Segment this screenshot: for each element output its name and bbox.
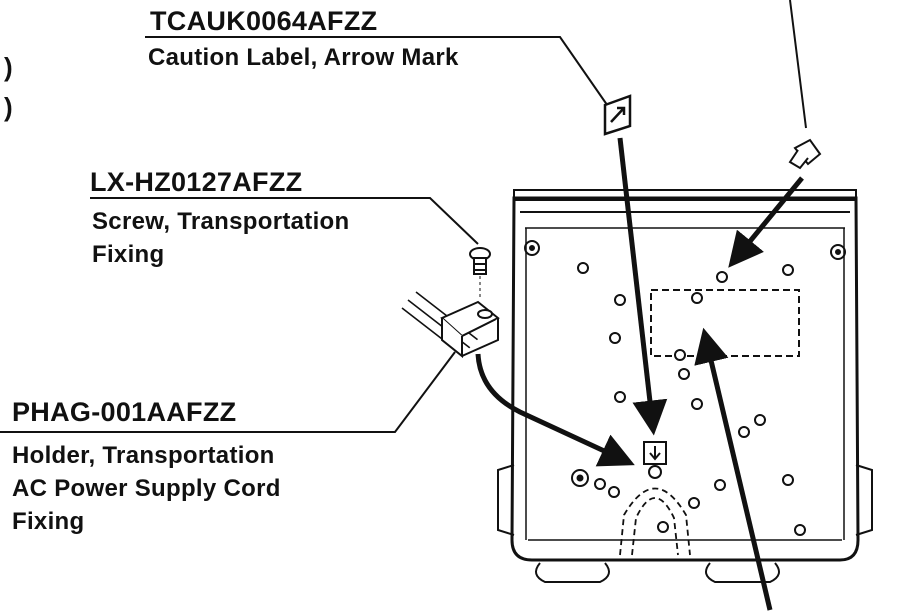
compartment-arrow [694, 327, 773, 611]
screw-arrow [728, 176, 804, 268]
screw-leader [90, 197, 479, 245]
screw-icon [788, 138, 822, 170]
screw-description-line-2: Fixing [92, 241, 165, 268]
power-cord-loop [619, 487, 691, 556]
holder-description-line-2: AC Power Supply Cord [12, 475, 281, 502]
holder-description-line-3: Fixing [12, 508, 85, 535]
arrow-mark-on-unit [643, 441, 667, 465]
screw-part-number: LX-HZ0127AFZZ [90, 167, 303, 197]
transport-screw-icon [469, 247, 491, 300]
unit-feet [535, 562, 780, 583]
screw-description-line-1: Screw, Transportation [92, 208, 350, 235]
caution-label-arrow-mark [603, 94, 632, 136]
stray-mark: ) [4, 52, 13, 82]
caution-label-part-number: TCAUK0064AFZZ [150, 6, 378, 36]
holder-part-number: PHAG-001AAFZZ [12, 397, 237, 427]
caution-label-leader [145, 36, 613, 113]
holder-description-line-1: Holder, Transportation [12, 442, 275, 469]
caution-label-description: Caution Label, Arrow Mark [148, 44, 459, 71]
holder-leader [0, 351, 456, 433]
top-right-leader [789, 0, 807, 129]
mounting-holes [577, 262, 806, 536]
caution-label-arrow [617, 137, 668, 436]
stray-mark: ) [4, 92, 13, 122]
holder-icon [401, 291, 500, 359]
holder-arrow [475, 353, 635, 467]
